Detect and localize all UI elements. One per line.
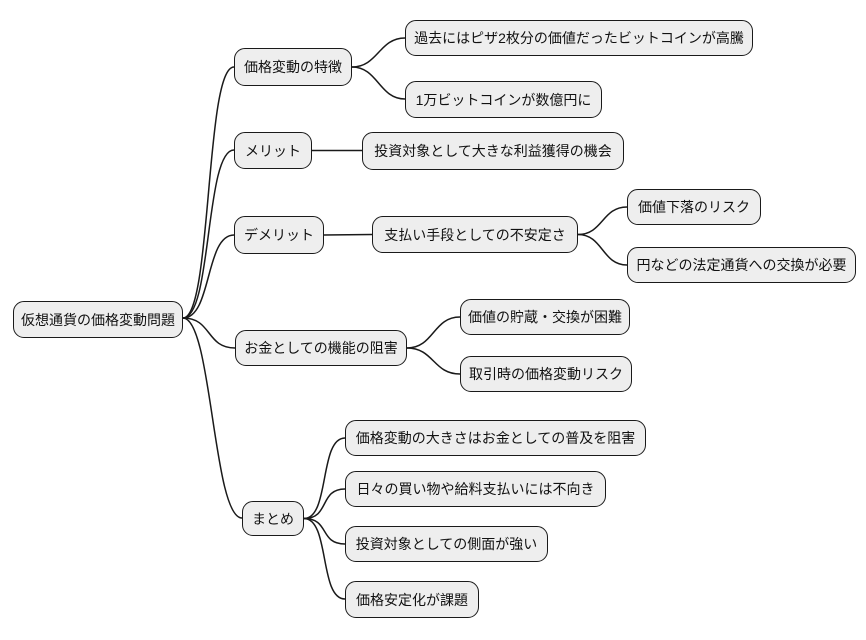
node-price-stabilization-issue: 価格安定化が課題 (345, 581, 479, 618)
node-10000-btc-hundreds-millions: 1万ビットコインが数億円に (405, 81, 602, 118)
node-investment-profit-opportunity: 投資対象として大きな利益獲得の機会 (362, 132, 624, 170)
edge-payment-value-decline (577, 206, 628, 236)
node-summary: まとめ (242, 501, 304, 536)
node-fiat-exchange-needed: 円などの法定通貨への交換が必要 (627, 247, 856, 283)
edge-root-merit (182, 149, 235, 319)
node-money-function-hindrance: お金としての機能の阻害 (235, 330, 407, 366)
edge-root-summary (182, 317, 243, 519)
edge-features-10000btc (351, 66, 406, 100)
node-investment-aspect-strong: 投資対象としての側面が強い (345, 526, 548, 562)
node-transaction-volatility-risk: 取引時の価格変動リスク (460, 356, 632, 392)
edge-features-pizza (351, 37, 406, 68)
node-store-exchange-difficult: 価値の貯蔵・交換が困難 (460, 299, 630, 335)
edge-summary-adoption (303, 437, 346, 520)
node-unsuitable-daily-payments: 日々の買い物や給料支払いには不向き (345, 471, 606, 507)
edge-root-features (182, 66, 235, 319)
node-value-decline-risk: 価値下落のリスク (627, 189, 761, 225)
edge-summary-stabilization (303, 517, 346, 600)
node-merit: メリット (234, 132, 312, 169)
edge-root-demerit (182, 234, 235, 319)
node-demerit: デメリット (234, 216, 324, 254)
node-volatility-hinders-adoption: 価格変動の大きさはお金としての普及を阻害 (345, 420, 646, 456)
edge-money-store-exchange (406, 316, 461, 349)
node-root: 仮想通貨の価格変動問題 (13, 301, 183, 338)
node-pizza-bitcoin-surge: 過去にはピザ2枚分の価値だったビットコインが高騰 (405, 20, 753, 56)
edge-demerit-payment (323, 233, 373, 236)
node-price-volatility-features: 価格変動の特徴 (234, 48, 352, 86)
node-payment-instability: 支払い手段としての不安定さ (372, 216, 578, 253)
edge-summary-investment-aspect (303, 517, 346, 545)
edge-money-transaction-risk (406, 347, 461, 375)
edge-root-money-function (182, 317, 236, 349)
edge-payment-fiat-exchange (577, 233, 628, 266)
edge-summary-daily (303, 488, 346, 520)
